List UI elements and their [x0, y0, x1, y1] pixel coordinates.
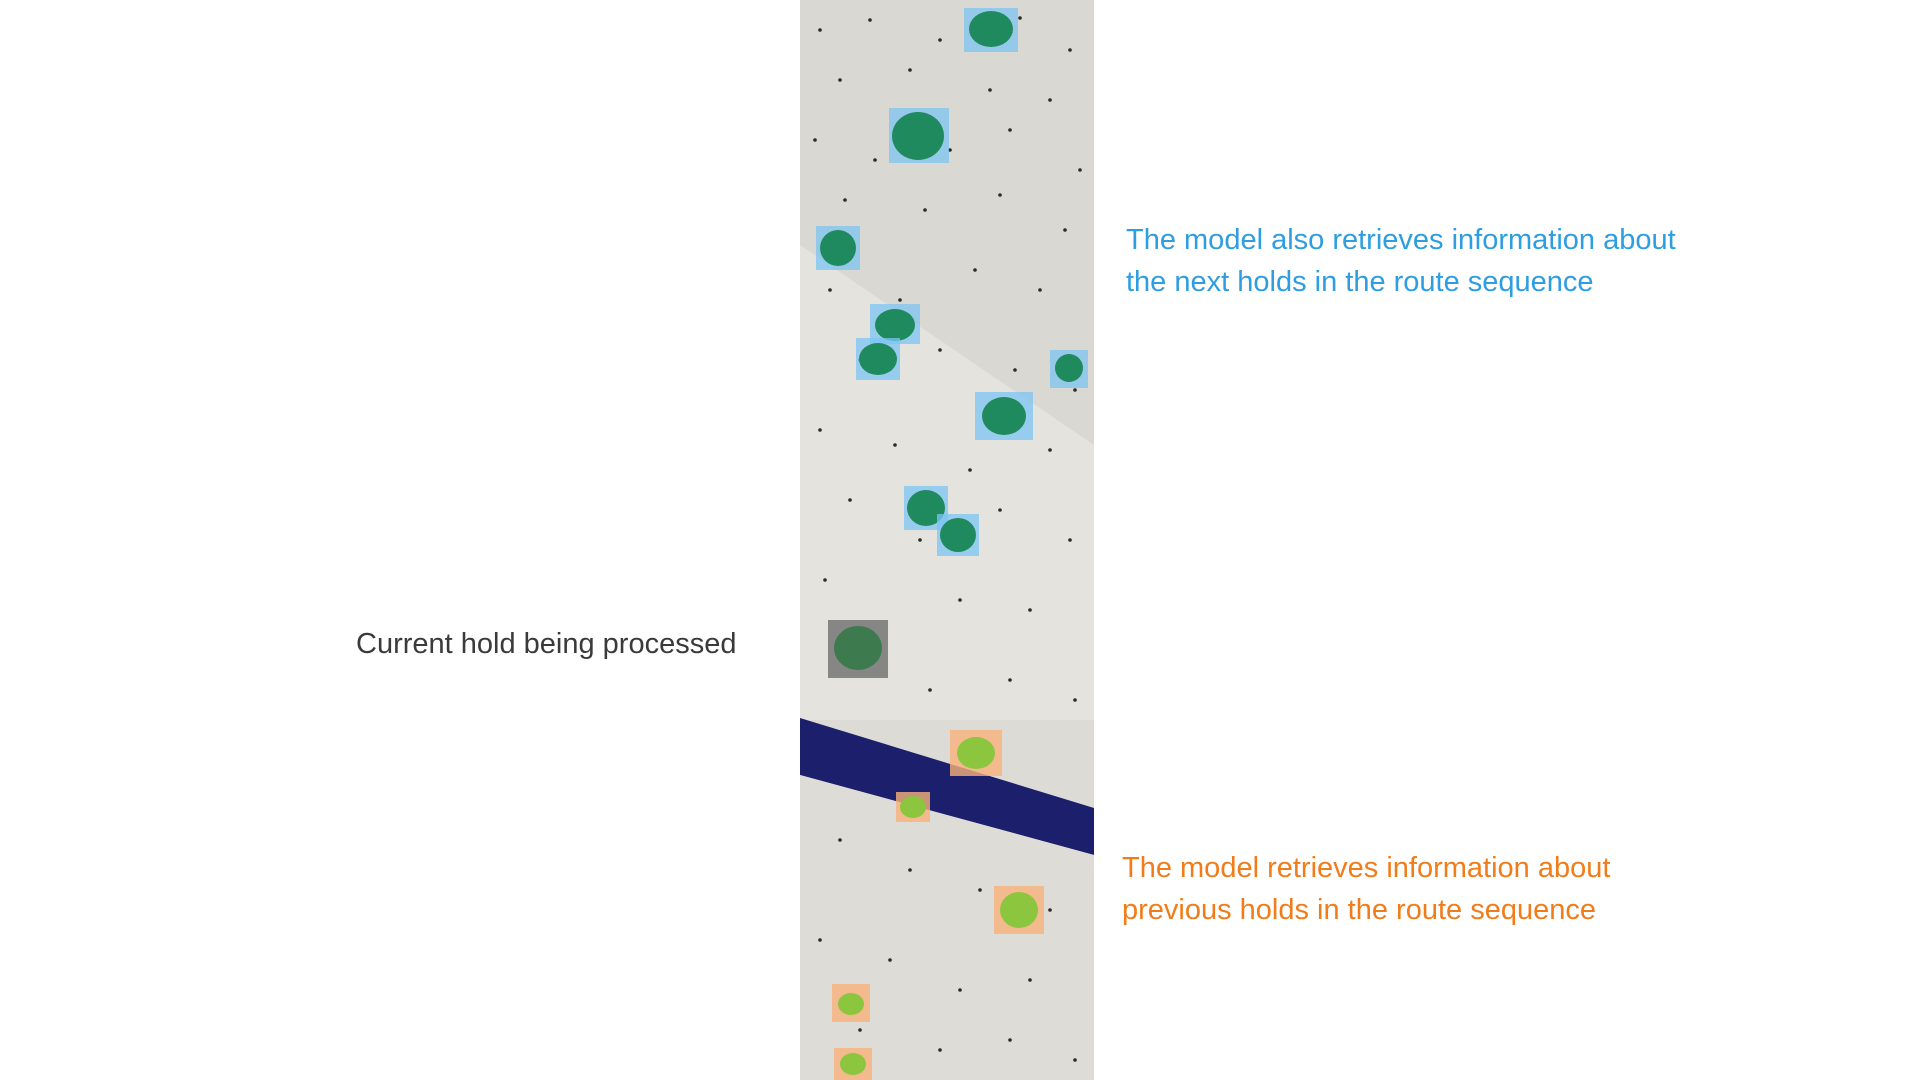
next-hold	[875, 309, 915, 341]
previous-hold	[838, 993, 864, 1015]
previous-holds-caption-line2: previous holds in the route sequence	[1122, 894, 1596, 926]
bolt-holes	[813, 16, 1082, 1062]
previous-hold	[840, 1053, 866, 1075]
previous-holds-group	[832, 730, 1044, 1080]
next-hold	[969, 11, 1013, 47]
next-hold	[820, 230, 856, 266]
next-hold	[892, 112, 944, 160]
next-hold	[859, 343, 897, 375]
current-hold	[834, 626, 882, 670]
previous-hold	[900, 796, 926, 818]
previous-holds-caption-line1: The model retrieves information about	[1122, 852, 1611, 884]
previous-holds-caption: The model retrieves information about pr…	[1122, 847, 1610, 931]
climbing-wall-photo	[800, 0, 1094, 1080]
previous-hold	[957, 737, 995, 769]
current-hold-group	[828, 620, 888, 678]
lower-wall-panel	[800, 775, 1094, 1080]
previous-hold	[1000, 892, 1038, 928]
next-hold	[940, 518, 976, 552]
next-hold	[907, 490, 945, 526]
climbing-wall-illustration	[800, 0, 1094, 1080]
upper-wall-panel	[800, 0, 1094, 445]
current-hold-caption: Current hold being processed	[356, 628, 737, 660]
next-hold	[982, 397, 1026, 435]
volume-band	[800, 718, 1094, 855]
next-hold	[1055, 354, 1083, 382]
next-holds-group	[816, 8, 1088, 556]
next-holds-caption: The model also retrieves information abo…	[1126, 219, 1676, 303]
next-holds-caption-line1: The model also retrieves information abo…	[1126, 224, 1676, 256]
next-holds-caption-line2: the next holds in the route sequence	[1126, 266, 1594, 298]
